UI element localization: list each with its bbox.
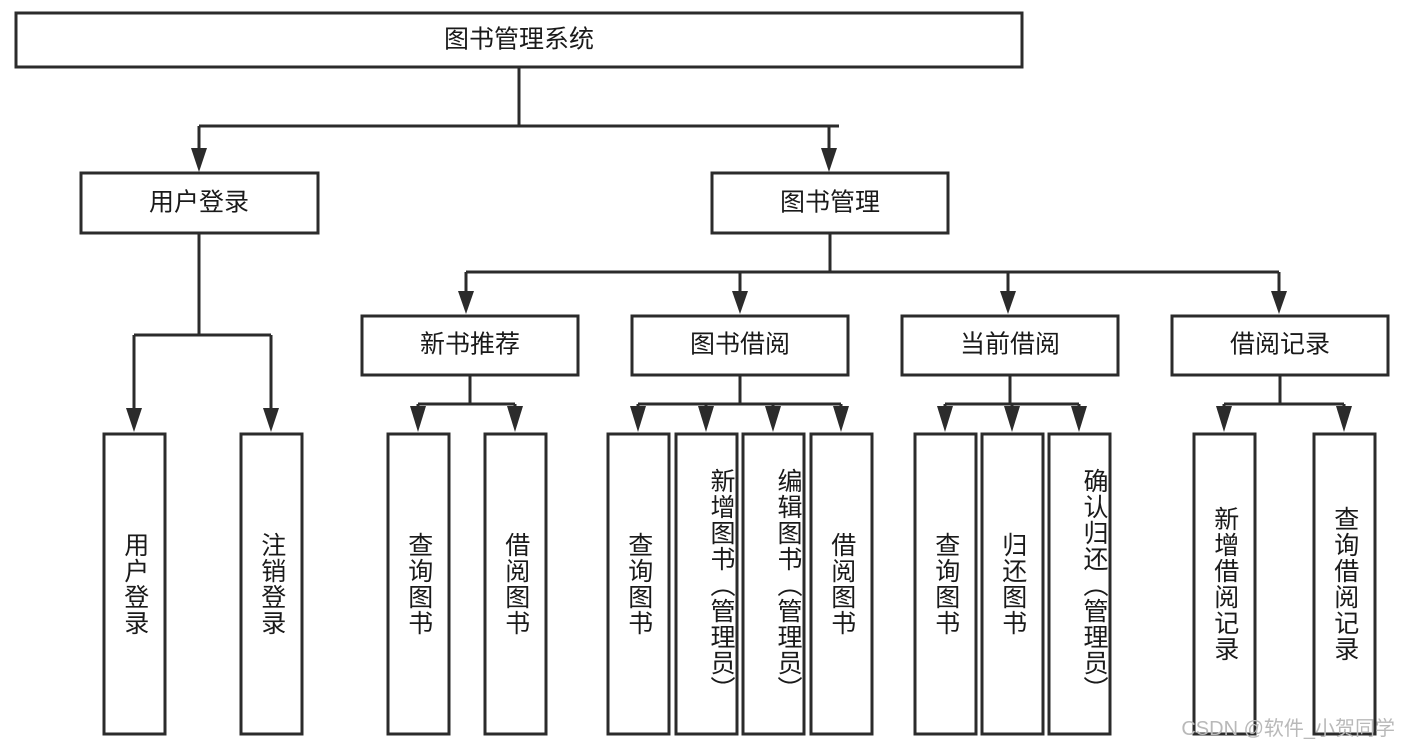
leaf-box-query-book-3[interactable] xyxy=(913,432,978,736)
leaf-box-query-book-1[interactable] xyxy=(386,432,451,736)
node-book-manage-box[interactable] xyxy=(710,171,950,235)
arrowhead-leaf-add-book xyxy=(698,406,714,432)
node-new-book-recommend-label: 新书推荐 xyxy=(420,331,520,359)
node-borrow-record[interactable]: 借阅记录 xyxy=(1170,314,1390,377)
leaf-box-add-book[interactable] xyxy=(674,432,739,736)
arrowhead-leaf-borrow-book-1 xyxy=(507,406,523,432)
node-root-box[interactable] xyxy=(14,11,1024,69)
arrowhead-leaf-add-record xyxy=(1216,406,1232,432)
csdn-watermark: CSDN @软件_小贺同学 xyxy=(1181,718,1395,740)
leaf-box-query-record[interactable] xyxy=(1312,432,1377,736)
arrowhead-leaf-query-book-1 xyxy=(410,406,426,432)
node-current-borrow-box[interactable] xyxy=(900,314,1120,377)
arrowhead-borrow-record xyxy=(1271,291,1287,314)
connector-new-book-to-leaves xyxy=(410,375,523,432)
connector-user-login-to-leaves xyxy=(126,233,279,432)
connector-borrow-record-to-leaves xyxy=(1216,375,1352,432)
leaf-box-return-book[interactable] xyxy=(980,432,1045,736)
arrowhead-leaf-return-book xyxy=(1004,406,1020,432)
arrowhead-book-borrow xyxy=(732,291,748,314)
node-new-book-recommend-box[interactable] xyxy=(360,314,580,377)
node-borrow-record-box[interactable] xyxy=(1170,314,1390,377)
node-current-borrow-label: 当前借阅 xyxy=(960,331,1060,359)
arrowhead-leaf-query-record xyxy=(1336,406,1352,432)
arrowhead-leaf-borrow-book-2 xyxy=(833,406,849,432)
node-new-book-recommend[interactable]: 新书推荐 xyxy=(360,314,580,377)
node-root[interactable]: 图书管理系统 xyxy=(14,11,1024,69)
connector-current-borrow-to-leaves xyxy=(937,375,1087,432)
arrowhead-user-login xyxy=(191,148,207,172)
node-current-borrow[interactable]: 当前借阅 xyxy=(900,314,1120,377)
leaf-box-confirm-return[interactable] xyxy=(1047,432,1112,736)
arrowhead-leaf-logout xyxy=(263,408,279,432)
leaf-box-add-record[interactable] xyxy=(1192,432,1257,736)
arrowhead-leaf-edit-book xyxy=(765,406,781,432)
leaf-box-logout[interactable] xyxy=(239,432,304,736)
arrowhead-current-borrow xyxy=(1000,291,1016,314)
leaf-box-query-book-2[interactable] xyxy=(606,432,671,736)
node-book-manage[interactable]: 图书管理 xyxy=(710,171,950,235)
connector-book-manage-to-level3 xyxy=(458,233,1287,314)
arrowhead-leaf-query-book-2 xyxy=(630,406,646,432)
leaf-box-edit-book[interactable] xyxy=(741,432,806,736)
node-book-manage-label: 图书管理 xyxy=(780,189,880,217)
node-book-borrow-label: 图书借阅 xyxy=(690,331,790,359)
node-borrow-record-label: 借阅记录 xyxy=(1230,331,1330,359)
node-user-login-label: 用户登录 xyxy=(149,189,249,217)
connector-root-to-level2 xyxy=(191,67,839,172)
arrowhead-leaf-confirm-return xyxy=(1071,406,1087,432)
leaf-box-user-login[interactable] xyxy=(102,432,167,736)
arrowhead-leaf-query-book-3 xyxy=(937,406,953,432)
arrowhead-book-manage xyxy=(821,148,837,172)
arrowhead-new-book-recommend xyxy=(458,291,474,314)
node-book-borrow-box[interactable] xyxy=(630,314,850,377)
arrowhead-leaf-user-login xyxy=(126,408,142,432)
node-user-login[interactable]: 用户登录 xyxy=(79,171,320,235)
node-root-label: 图书管理系统 xyxy=(444,26,594,54)
connector-book-borrow-to-leaves xyxy=(630,375,849,432)
leaf-box-borrow-book-2[interactable] xyxy=(809,432,874,736)
leaf-box-borrow-book-1[interactable] xyxy=(483,432,548,736)
node-book-borrow[interactable]: 图书借阅 xyxy=(630,314,850,377)
